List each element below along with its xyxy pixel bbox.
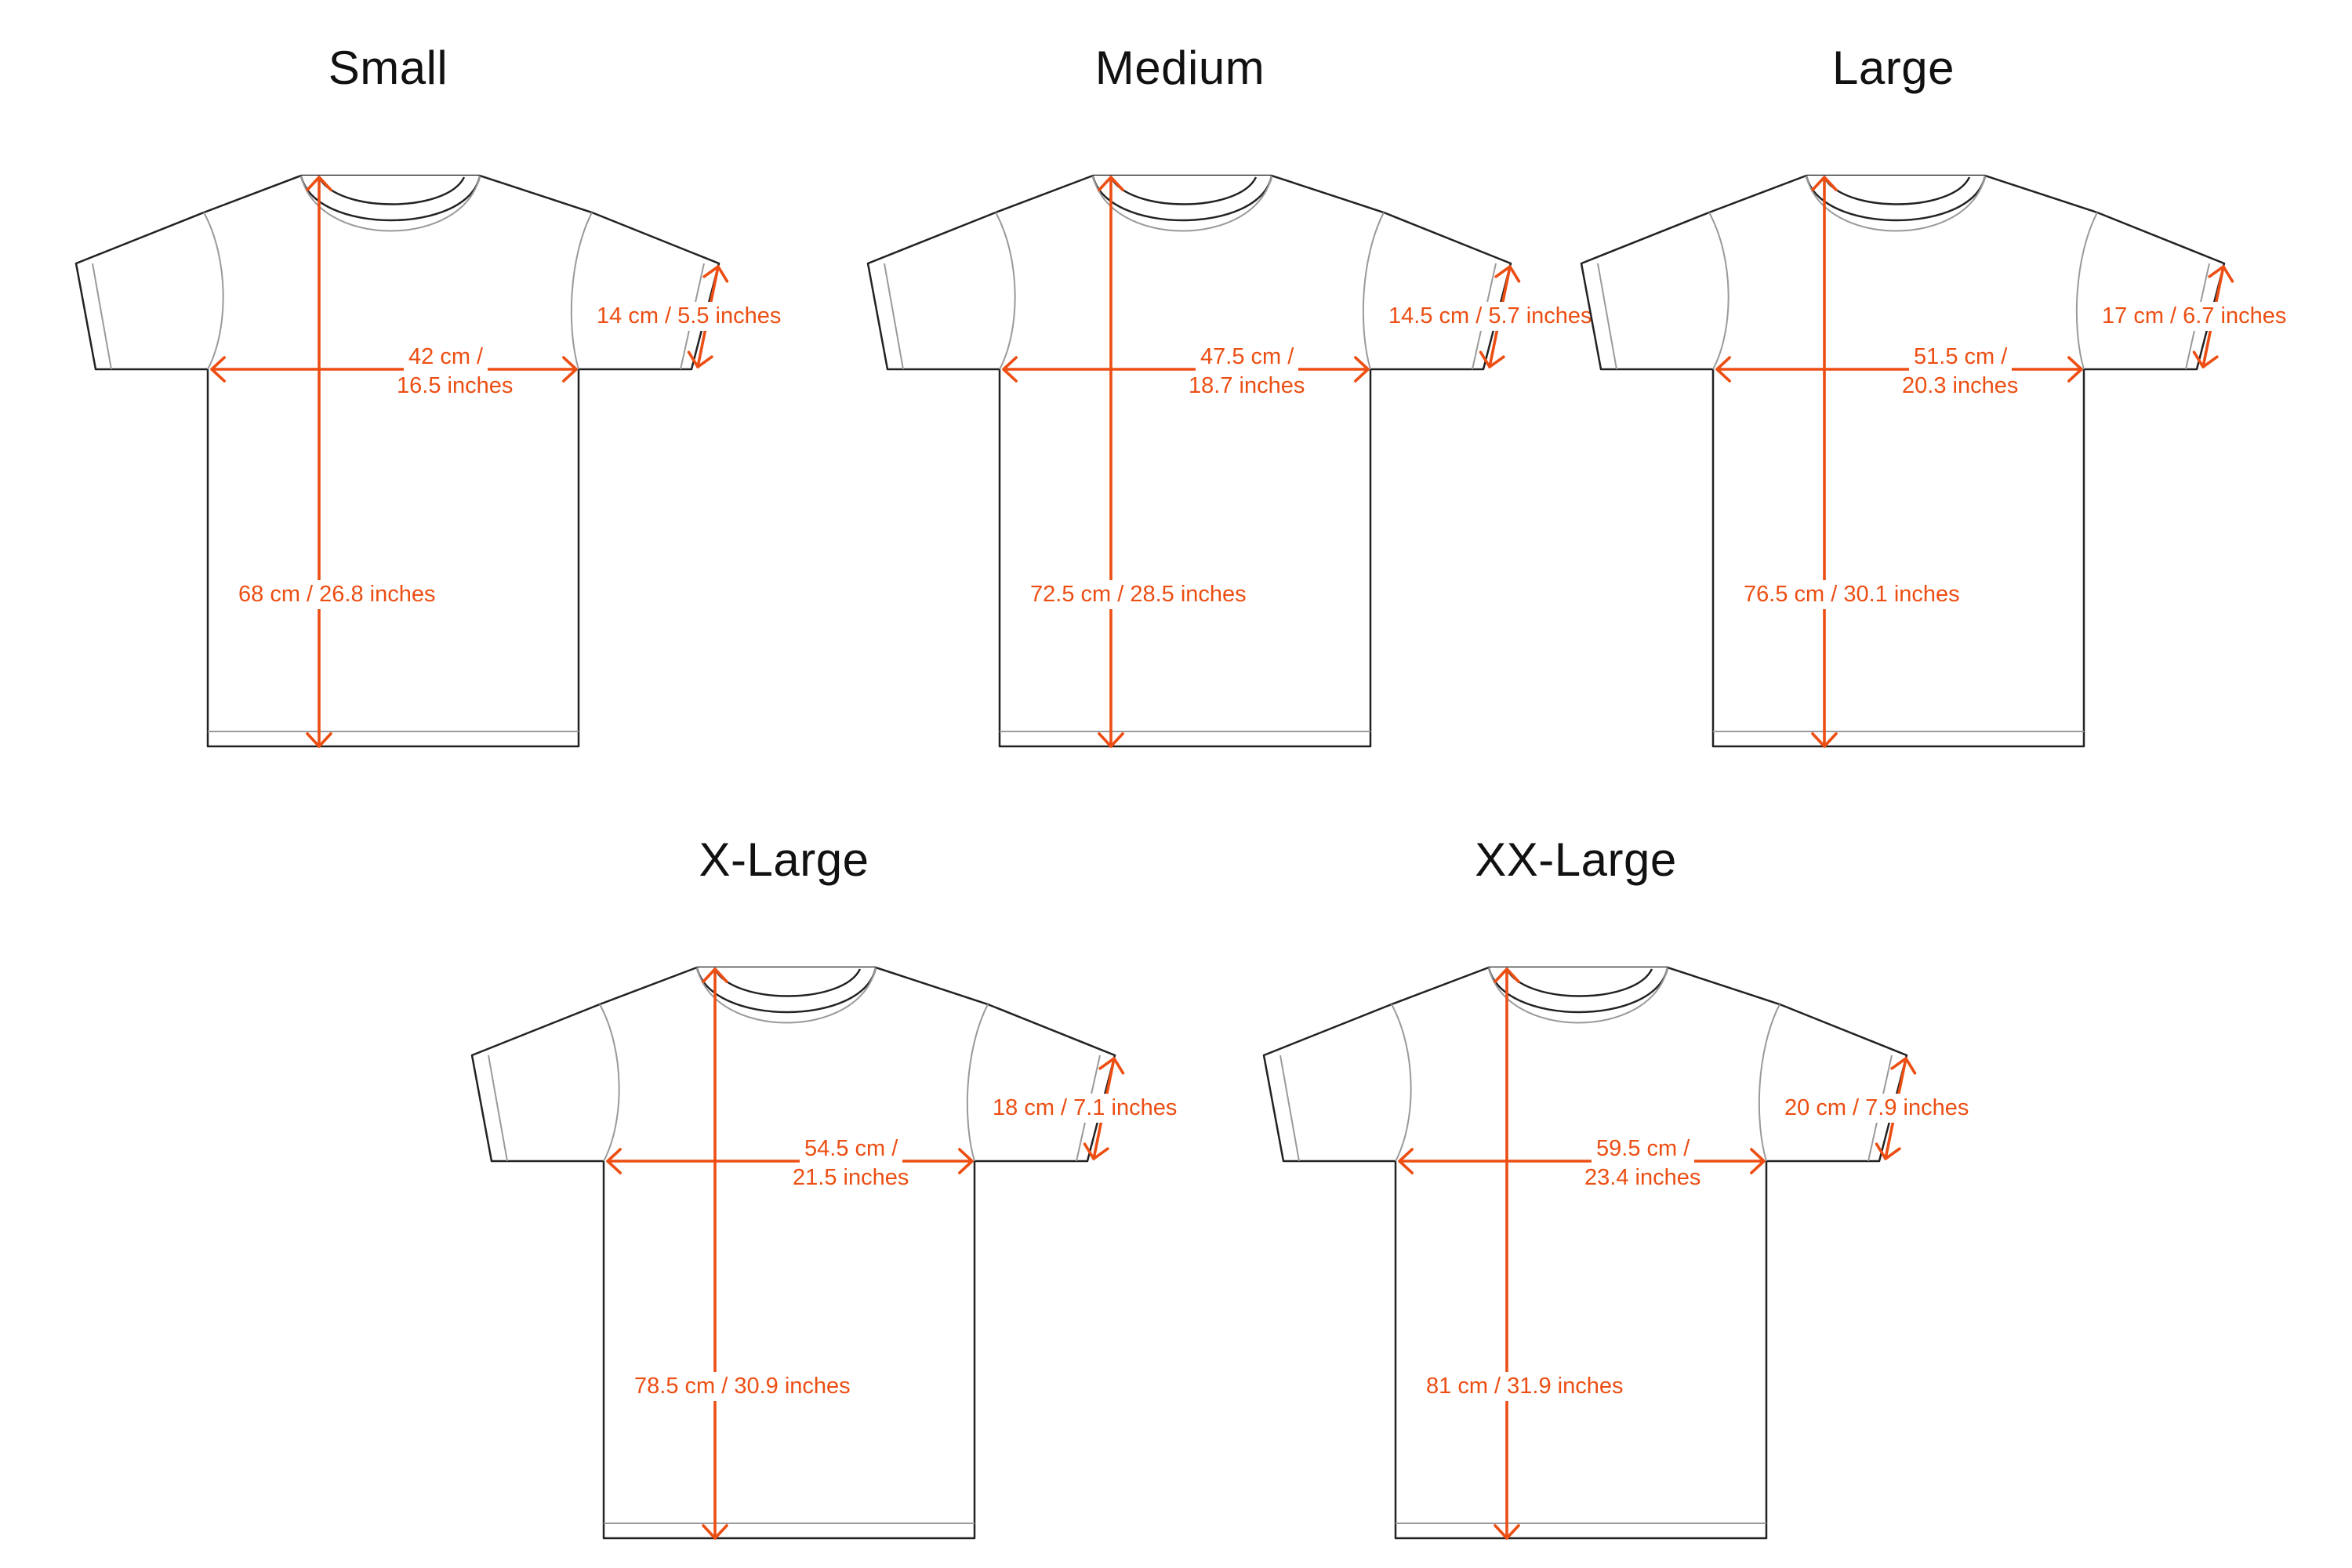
collar-rib	[1092, 175, 1272, 232]
chest-label-line2: 21.5 inches	[788, 1163, 914, 1192]
chest-label-line2: 23.4 inches	[1580, 1163, 1706, 1192]
tshirt-outline	[470, 966, 1116, 1540]
sleeve-label: 14 cm / 5.5 inches	[592, 302, 786, 331]
size-panel-4: XX-Large 81 cm / 31.9 inches 59.5 cm /23.4…	[1203, 792, 1974, 1540]
chest-label-line1: 51.5 cm /	[1909, 343, 2013, 372]
tshirt-diagram	[866, 174, 1521, 748]
left-sleeve-hem	[1597, 263, 1617, 370]
chest-arrow	[1398, 1148, 1766, 1174]
size-panel-0: Small 68 cm / 26.8 inches 42 cm /16.5 inch…	[16, 0, 786, 748]
size-title: Large	[1832, 42, 1955, 94]
right-armhole-seam	[2075, 212, 2098, 370]
chest-label-line1: 54.5 cm /	[800, 1134, 903, 1163]
sleeve-label: 20 cm / 7.9 inches	[1780, 1094, 1974, 1123]
chest-label-line2: 18.7 inches	[1184, 372, 1310, 401]
chest-label-line2: 16.5 inches	[392, 372, 518, 401]
length-label: 78.5 cm / 30.9 inches	[630, 1372, 855, 1401]
left-armhole-seam	[995, 212, 1016, 370]
length-arrow	[1098, 176, 1124, 748]
tshirt-diagram	[1580, 174, 2234, 748]
right-armhole-seam	[1758, 1004, 1780, 1162]
tshirt-outline	[866, 174, 1512, 748]
length-arrow	[306, 176, 332, 748]
left-sleeve-hem	[1279, 1054, 1300, 1162]
chest-label-line1: 47.5 cm /	[1196, 343, 1299, 372]
size-title: Small	[328, 42, 448, 94]
left-armhole-seam	[203, 212, 224, 370]
tshirt-diagram	[1262, 966, 1917, 1540]
size-title: Medium	[1094, 42, 1265, 94]
tshirt-outline	[74, 174, 720, 748]
length-label: 81 cm / 31.9 inches	[1421, 1372, 1628, 1401]
size-title: X-Large	[699, 833, 869, 886]
sleeve-label: 14.5 cm / 5.7 inches	[1384, 302, 1597, 331]
left-armhole-seam	[1708, 212, 1730, 370]
size-panel-2: Large 76.5 cm / 30.1 inches 51.5 cm /20.3 …	[1521, 0, 2292, 748]
sleeve-label: 17 cm / 6.7 inches	[2097, 302, 2292, 331]
length-arrow	[1494, 967, 1520, 1540]
collar-rib	[1806, 175, 1986, 232]
collar-rib	[300, 175, 481, 232]
length-arrow	[702, 967, 728, 1540]
length-label: 68 cm / 26.8 inches	[234, 580, 441, 609]
chest-arrow	[1002, 356, 1370, 383]
chest-arrow	[606, 1148, 974, 1174]
right-armhole-seam	[966, 1004, 989, 1162]
size-panel-3: X-Large 78.5 cm / 30.9 inches 54.5 cm /21.…	[412, 792, 1182, 1540]
left-sleeve-hem	[488, 1054, 508, 1162]
sleeve-label: 18 cm / 7.1 inches	[988, 1094, 1182, 1123]
length-label: 76.5 cm / 30.1 inches	[1739, 580, 1965, 609]
tshirt-diagram	[470, 966, 1125, 1540]
tshirt-outline	[1262, 966, 1908, 1540]
collar-rib	[696, 967, 877, 1024]
left-armhole-seam	[1391, 1004, 1412, 1162]
right-armhole-seam	[1362, 212, 1385, 370]
left-sleeve-hem	[884, 263, 904, 370]
collar-rib	[1488, 967, 1668, 1024]
left-sleeve-hem	[92, 263, 112, 370]
chest-label-line1: 42 cm /	[404, 343, 488, 372]
size-panel-1: Medium 72.5 cm / 28.5 inches 47.5 cm /18.7…	[808, 0, 1597, 748]
chest-label-line1: 59.5 cm /	[1592, 1134, 1695, 1163]
length-arrow	[1811, 176, 1838, 748]
tshirt-outline	[1580, 174, 2226, 748]
chest-label-line2: 20.3 inches	[1897, 372, 2024, 401]
size-title: XX-Large	[1475, 833, 1677, 886]
chest-arrow	[210, 356, 578, 383]
left-armhole-seam	[599, 1004, 620, 1162]
tshirt-diagram	[74, 174, 729, 748]
right-armhole-seam	[570, 212, 593, 370]
chest-arrow	[1715, 356, 2083, 383]
length-label: 72.5 cm / 28.5 inches	[1025, 580, 1251, 609]
